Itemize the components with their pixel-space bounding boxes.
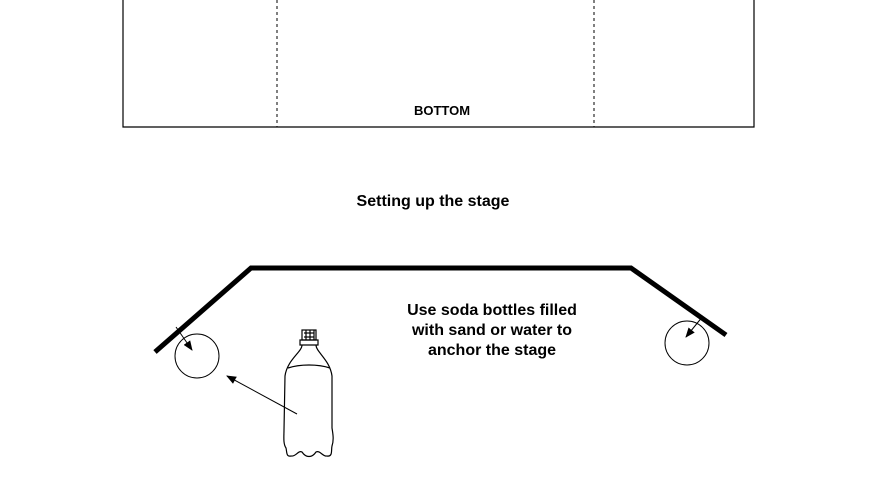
anchor-note-line: with sand or water to (411, 322, 572, 339)
anchor-note-line: anchor the stage (427, 342, 557, 359)
right-anchor-arrow (685, 315, 704, 338)
right-anchor-circle (664, 320, 710, 366)
template-outline (122, 0, 755, 128)
bottle-body (283, 344, 334, 458)
diagram-title: Setting up the stage (356, 193, 510, 210)
bottle-neck-ring (299, 339, 319, 346)
stage-template (122, 0, 755, 128)
bottle-shoulder-line (287, 364, 331, 369)
soda-bottle-icon (283, 329, 334, 458)
left-anchor (174, 326, 220, 379)
bottom-label: BOTTOM (413, 103, 471, 118)
anchor-note-line: Use soda bottles filled (407, 302, 577, 319)
left-anchor-arrow (175, 326, 193, 351)
anchor-note: Use soda bottles filled with sand or wat… (372, 301, 612, 361)
right-anchor (664, 315, 710, 366)
left-anchor-circle (174, 333, 220, 379)
stage-top-view (153, 265, 728, 354)
bottle-pointer-arrow (226, 375, 298, 415)
